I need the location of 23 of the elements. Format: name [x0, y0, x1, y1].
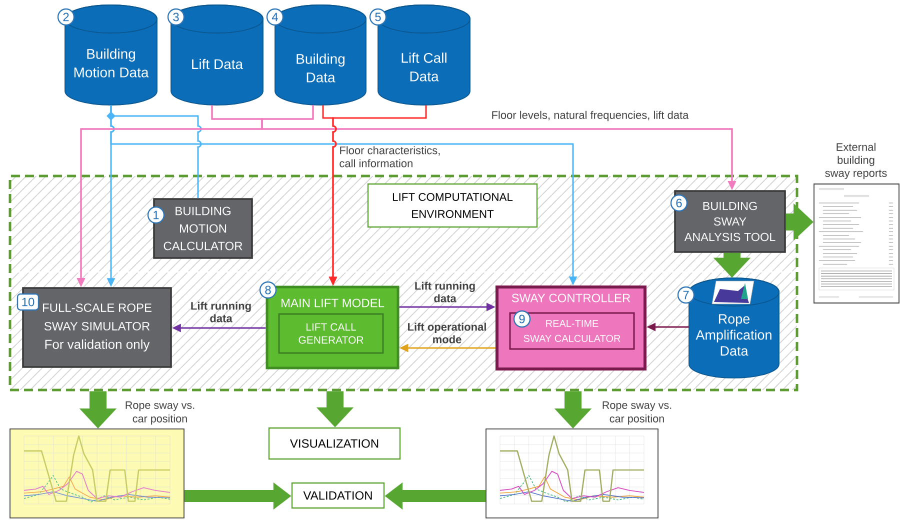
edge-label: Lift running data [415, 282, 475, 302]
number-badge: 2 [57, 8, 75, 26]
output-box: VALIDATION [291, 482, 385, 509]
dashed-region [8, 174, 798, 392]
number-badge: 9 [513, 310, 531, 328]
edge-label: Rope sway vs. car position [126, 401, 194, 425]
edge-label: Rope sway vs. car position [602, 401, 672, 425]
heading: External building sway reports [825, 142, 887, 180]
number-badge: 4 [266, 8, 284, 26]
number-badge: 7 [677, 286, 695, 304]
number-badge: 5 [369, 8, 387, 26]
edge-label: Floor characteristics, call information [340, 146, 440, 168]
edge-label: Lift operational mode [408, 322, 486, 344]
process-box: LIFT CALL GENERATOR [278, 313, 384, 354]
number-badge: 8 [259, 281, 277, 299]
edge-label: Floor levels, natural frequencies, lift data [492, 110, 689, 122]
number-badge: 6 [670, 194, 688, 212]
number-badge: 1 [147, 206, 165, 224]
output-box: VISUALIZATION [268, 427, 401, 460]
edge-label: Lift running data [191, 302, 251, 322]
title-box: LIFT COMPUTATIONAL ENVIRONMENT [367, 183, 538, 228]
number-badge: 10 [16, 293, 40, 311]
number-badge: 3 [167, 8, 185, 26]
